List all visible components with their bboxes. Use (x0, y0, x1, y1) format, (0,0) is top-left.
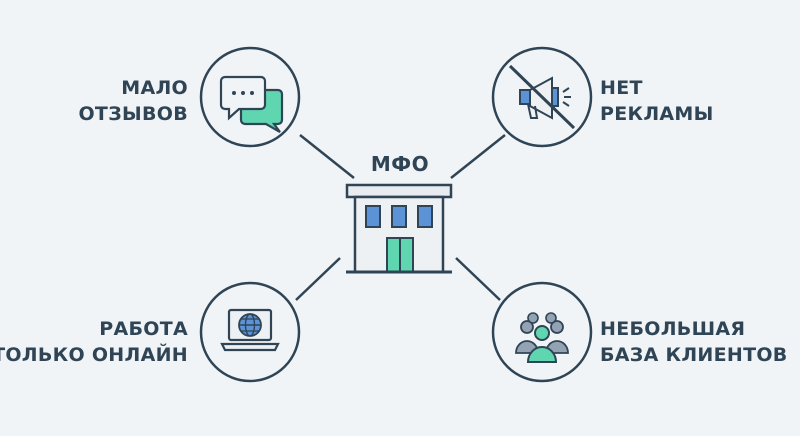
no-megaphone-icon (508, 64, 576, 130)
label-reviews: МАЛО ОТЗЫВОВ (78, 75, 188, 127)
label-ads-line1: НЕТ (600, 77, 643, 99)
label-ads-line2: РЕКЛАМЫ (600, 103, 714, 125)
center-title: МФО (370, 152, 430, 176)
label-reviews-line1: МАЛО (121, 77, 188, 99)
label-online-line1: РАБОТА (99, 318, 188, 340)
laptop-globe-icon (220, 308, 280, 352)
building-icon (345, 183, 453, 274)
connector-online (295, 257, 341, 301)
node-reviews (199, 46, 301, 148)
label-online-line2: ТОЛЬКО ОНЛАЙН (0, 344, 188, 366)
node-ads (491, 46, 593, 148)
label-reviews-line2: ОТЗЫВОВ (78, 103, 188, 125)
label-ads: НЕТ РЕКЛАМЫ (600, 75, 714, 127)
label-clients-line2: БАЗА КЛИЕНТОВ (600, 344, 788, 366)
node-online (199, 281, 301, 383)
people-group-icon (515, 312, 569, 363)
label-clients: НЕБОЛЬШАЯ БАЗА КЛИЕНТОВ (600, 316, 788, 368)
label-clients-line1: НЕБОЛЬШАЯ (600, 318, 746, 340)
label-online: РАБОТА ТОЛЬКО ОНЛАЙН (0, 316, 188, 368)
connector-ads (450, 134, 506, 179)
chat-bubbles-icon (219, 75, 284, 133)
connector-clients (455, 257, 501, 301)
connector-reviews (299, 134, 355, 179)
node-clients (491, 281, 593, 383)
